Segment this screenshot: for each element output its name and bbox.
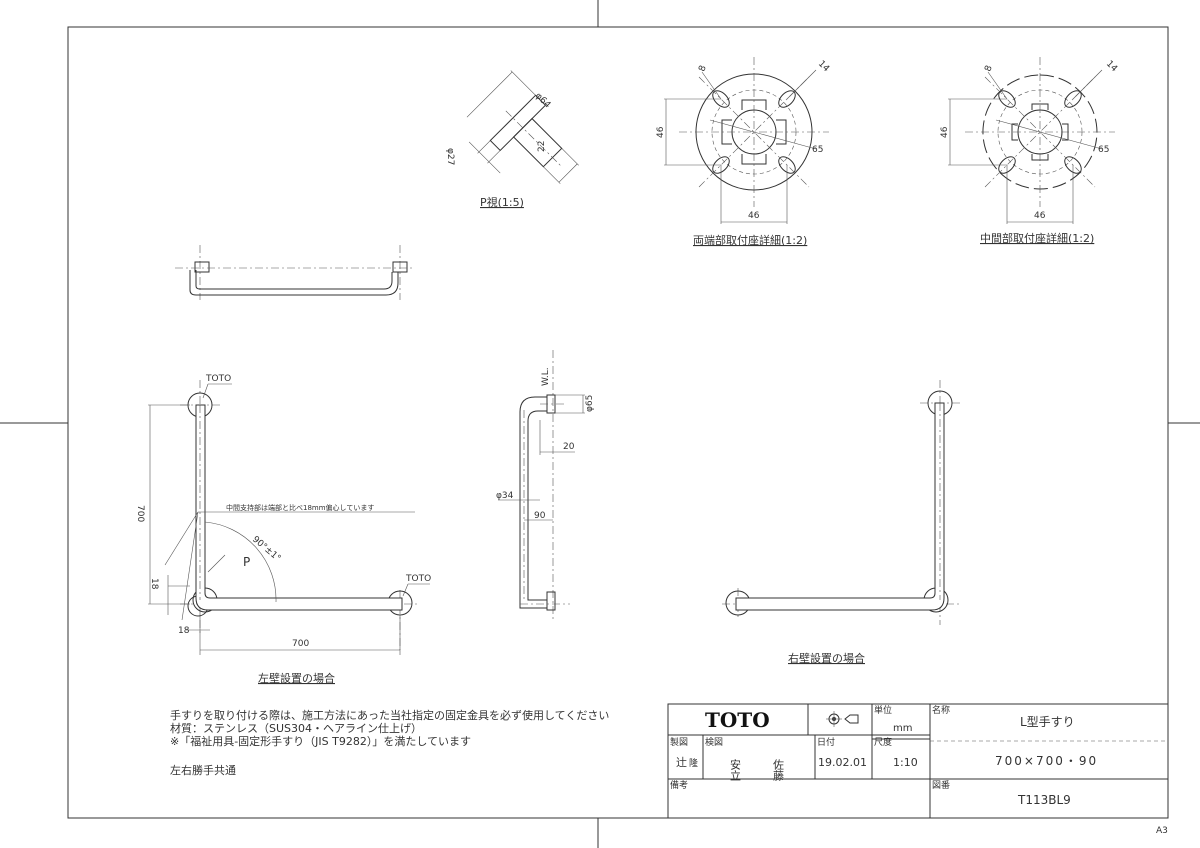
note-line-3: ※「福祉用具-固定形手すり（JIS T9282）」を満たしています: [170, 734, 471, 748]
right-install-view: 右壁設置の場合: [722, 380, 960, 665]
drawing-frame: [67, 26, 1169, 819]
right-install-caption: 右壁設置の場合: [788, 651, 865, 665]
checker-2: 佐藤: [772, 758, 785, 782]
note-line-4: 左右勝手共通: [170, 763, 236, 777]
angle-dim: 90°±1°: [250, 535, 282, 564]
drawing-number: T113BL9: [1017, 793, 1071, 807]
left-offset-h: 18: [178, 626, 190, 636]
title-block: TOTO 単位 mm 名称 L型手すり 700×700・90 製図 辻 隆 検図…: [667, 703, 1169, 819]
side-gap-dim: 20: [563, 442, 575, 452]
end-mount-v-pitch: 46: [656, 126, 666, 138]
eccentric-note: 中間支持部は端部と比べ18mm偏心しています: [226, 503, 374, 512]
left-height-dim: 700: [135, 505, 145, 522]
scale-value: 1:10: [893, 756, 918, 769]
end-mount-detail: 46 46 65 8 14 両端部取付座詳細(1:2): [656, 57, 831, 247]
mid-mount-detail: 46 46 65 8 14 中間部取付座詳細(1:2): [940, 57, 1119, 245]
note-line-1: 手すりを取り付ける際は、施工方法にあった当社指定の固定金具を必ず使用してください: [170, 708, 609, 722]
unit-value: mm: [893, 723, 912, 734]
date-label: 日付: [817, 737, 835, 748]
scale-label: 尺度: [874, 736, 892, 748]
p-view-pipe-dia: φ27: [445, 148, 455, 165]
product-size: 700×700・90: [995, 754, 1098, 768]
sheet-size: A3: [1156, 826, 1168, 836]
top-view: [175, 245, 415, 300]
side-view: W.L. φ65 20 φ34 90: [496, 350, 595, 620]
left-brand-top: TOTO: [205, 374, 231, 384]
end-mount-hole: 8: [697, 64, 708, 73]
p-view-caption: P視(1:5): [480, 195, 524, 209]
drawn-label: 製図: [670, 736, 688, 748]
third-angle-projection-icon: [826, 711, 859, 727]
drawn-by: 辻: [676, 755, 687, 769]
unit-label: 単位: [874, 704, 892, 716]
end-mount-dia: 65: [812, 145, 823, 155]
side-pipe-dia: φ34: [496, 491, 514, 501]
mid-mount-v-pitch: 46: [940, 126, 950, 138]
mid-mount-hole: 8: [983, 64, 994, 73]
left-offset-v: 18: [149, 578, 159, 590]
note-line-2: 材質：ステンレス（SUS304・ヘアライン仕上げ）: [170, 721, 422, 735]
side-flange-dia: φ65: [585, 395, 595, 412]
remarks-label: 備考: [670, 779, 688, 791]
left-width-dim: 700: [292, 639, 309, 649]
checked-label: 検図: [705, 736, 723, 748]
toto-logo: TOTO: [705, 708, 770, 732]
mid-mount-caption: 中間部取付座詳細(1:2): [980, 231, 1094, 245]
drawn-seal: 隆: [689, 757, 698, 769]
name-label: 名称: [932, 704, 950, 716]
side-projection-dim: 90: [534, 511, 546, 521]
product-name: L型手すり: [1020, 715, 1075, 729]
end-mount-h-pitch: 46: [748, 211, 760, 221]
end-mount-caption: 両端部取付座詳細(1:2): [693, 233, 807, 247]
wall-line-label: W.L.: [541, 367, 551, 386]
left-install-view: TOTO TOTO 700 700 18 18 中間支持部は端部と比べ18mm偏…: [135, 374, 431, 685]
notes: 手すりを取り付ける際は、施工方法にあった当社指定の固定金具を必ず使用してください…: [170, 708, 609, 777]
mid-mount-slot: 14: [1104, 59, 1119, 74]
mid-mount-dia: 65: [1098, 145, 1109, 155]
date-value: 19.02.01: [818, 756, 867, 769]
checker-1: 安立: [729, 758, 742, 781]
drawing-number-label: 図番: [932, 779, 950, 791]
end-mount-slot: 14: [816, 59, 831, 74]
left-install-caption: 左壁設置の場合: [258, 671, 335, 685]
view-mark-p: P: [243, 555, 250, 569]
left-brand-right: TOTO: [405, 574, 431, 584]
p-view-flange-dia: φ64: [533, 91, 553, 111]
p-view-detail: φ64 φ27 22 P視(1:5): [445, 70, 579, 209]
p-view-thickness: 22: [537, 141, 547, 152]
mid-mount-h-pitch: 46: [1034, 211, 1046, 221]
